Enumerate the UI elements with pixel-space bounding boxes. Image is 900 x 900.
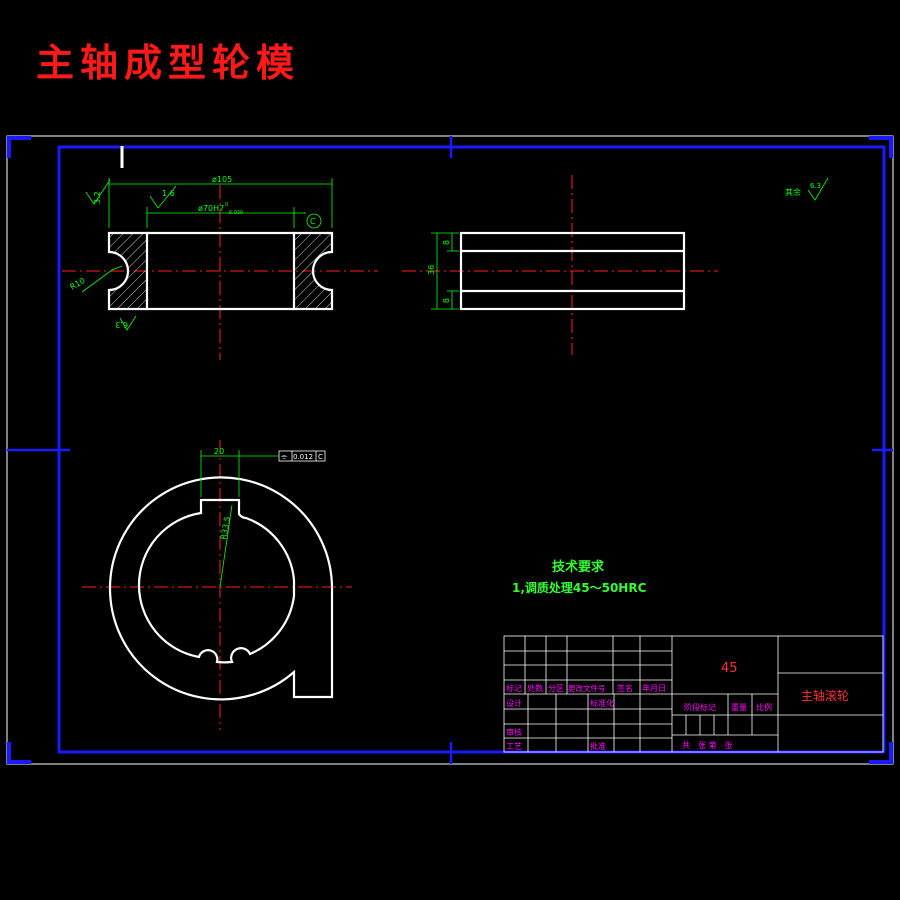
label-approval: 批准 bbox=[590, 741, 606, 751]
page-title: 主轴成型轮模 bbox=[36, 40, 301, 85]
title-block-text: 45 主轴滚轮 标记 处数 分区 更改文件号 签名 年月日 设计 标准化 阶段标… bbox=[506, 661, 849, 751]
inner-bore-keyway bbox=[137, 498, 296, 664]
technical-requirements: 技术要求 1,调质处理45～50HRC bbox=[512, 559, 647, 595]
section-dimensions bbox=[81, 178, 333, 331]
label-mark: 标记 bbox=[506, 683, 522, 693]
center-markers bbox=[7, 136, 893, 764]
label-signature: 签名 bbox=[617, 683, 633, 693]
label-zone: 分区 bbox=[548, 684, 564, 693]
position-symbol: ⌯ bbox=[281, 452, 288, 461]
part-name-value: 主轴滚轮 bbox=[801, 688, 849, 703]
section-right-half bbox=[292, 231, 334, 311]
roughness-chamfer-label: 1.6 bbox=[162, 189, 175, 198]
section-view bbox=[107, 231, 334, 311]
roughness-bottom-label: 6.3 bbox=[115, 320, 128, 329]
other-roughness: 其余 6.3 bbox=[785, 177, 829, 201]
roughness-top-label: 3.2 bbox=[93, 191, 102, 204]
centerlines bbox=[62, 175, 718, 730]
section-dimension-text: ø105 ø70H7 0 -0.030 C R10 3.2 1.6 6.3 bbox=[69, 175, 317, 329]
tech-requirements-title: 技术要求 bbox=[552, 559, 605, 575]
position-tolerance-value: 0.012 bbox=[293, 453, 313, 461]
drawing-frame bbox=[6, 135, 894, 765]
bore-diameter-label: ø70H7 bbox=[198, 204, 224, 213]
tech-requirements-item-1: 1,调质处理45～50HRC bbox=[512, 580, 647, 595]
title-block bbox=[503, 635, 884, 753]
bore-tolerance-lower: -0.030 bbox=[227, 210, 243, 216]
side-dimensions bbox=[431, 232, 459, 310]
side-width-total: 36 bbox=[427, 265, 436, 275]
label-standardization: 标准化 bbox=[590, 698, 614, 708]
label-date: 年月日 bbox=[642, 683, 666, 693]
plan-view bbox=[108, 476, 334, 701]
label-process: 工艺 bbox=[506, 742, 522, 751]
other-roughness-label: 其余 bbox=[785, 187, 801, 197]
side-dimension-text: 36 8 8 bbox=[427, 240, 451, 303]
label-count: 处数 bbox=[527, 683, 543, 693]
section-left-half bbox=[107, 231, 149, 311]
material-value: 45 bbox=[721, 661, 738, 676]
position-tolerance-frame: ⌯ 0.012 C bbox=[239, 450, 326, 462]
plan-dimension-text: 20 R33.5 bbox=[214, 447, 232, 540]
plan-dimensions bbox=[200, 450, 240, 588]
datum-c-label: C bbox=[310, 217, 316, 226]
corner-markers bbox=[7, 136, 893, 764]
label-scale: 比例 bbox=[756, 702, 772, 712]
other-roughness-value: 6.3 bbox=[810, 182, 821, 190]
keyway-radius-label: R33.5 bbox=[219, 516, 232, 541]
position-datum: C bbox=[318, 453, 323, 461]
label-review: 审核 bbox=[506, 727, 522, 737]
label-design: 设计 bbox=[506, 698, 522, 708]
groove-radius-label: R10 bbox=[69, 276, 87, 292]
side-width-top: 8 bbox=[442, 240, 451, 245]
bore-tolerance-upper: 0 bbox=[225, 202, 228, 208]
side-view bbox=[459, 231, 686, 311]
label-change-doc: 更改文件号 bbox=[568, 683, 606, 693]
inner-border bbox=[57, 145, 886, 754]
label-weight: 重量 bbox=[731, 702, 747, 712]
keyway-width-label: 20 bbox=[214, 447, 224, 456]
side-width-bottom: 8 bbox=[442, 298, 451, 303]
outer-profile bbox=[108, 476, 334, 701]
outer-border bbox=[6, 135, 894, 765]
label-sheets: 共 张 第 张 bbox=[682, 740, 733, 750]
outer-diameter-label: ø105 bbox=[212, 175, 232, 184]
label-stage-mark: 阶段标记 bbox=[684, 702, 716, 712]
